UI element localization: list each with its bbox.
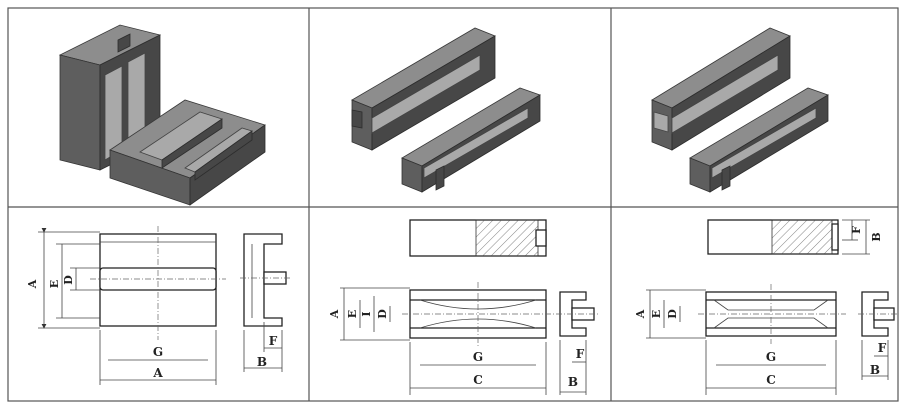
dim-label-a-vertical: A xyxy=(26,279,39,289)
dim-label-b: B xyxy=(568,375,578,389)
dim-label-c: C xyxy=(473,373,483,387)
dim-label-a: A xyxy=(634,309,647,319)
dim-label-d: D xyxy=(62,275,75,285)
dim-label-b-top: B xyxy=(870,232,883,241)
dim-label-e: E xyxy=(48,280,61,288)
dim-label-a-horizontal: A xyxy=(152,366,163,380)
dim-label-a: A xyxy=(328,309,341,319)
dim-label-e: E xyxy=(346,310,359,318)
dim-label-f: F xyxy=(576,347,585,361)
dim-label-f: F xyxy=(269,334,278,348)
dim-label-d: D xyxy=(666,309,679,319)
iso-view-ui-core xyxy=(351,27,541,193)
dim-label-f: F xyxy=(878,341,887,355)
iso-view-ui-core-2 xyxy=(651,27,829,193)
dim-label-g: G xyxy=(473,350,483,364)
dim-label-g: G xyxy=(766,350,776,364)
dim-label-i: I xyxy=(360,311,373,316)
iso-view-u-core xyxy=(58,24,266,206)
dim-label-c: C xyxy=(766,373,776,387)
dim-label-g: G xyxy=(153,345,163,359)
dim-label-d: D xyxy=(376,309,389,319)
dim-label-b: B xyxy=(257,355,267,369)
dim-label-b: B xyxy=(870,363,880,377)
drawing-u-core: A E D G A F B xyxy=(26,226,292,385)
drawing-ui-core-2: F B A E D G C F B xyxy=(634,219,898,395)
drawing-ui-core: A E I D G C F B xyxy=(328,219,598,395)
dim-label-f-top: F xyxy=(850,226,863,234)
table-grid xyxy=(7,7,899,402)
dim-label-e: E xyxy=(650,310,663,318)
